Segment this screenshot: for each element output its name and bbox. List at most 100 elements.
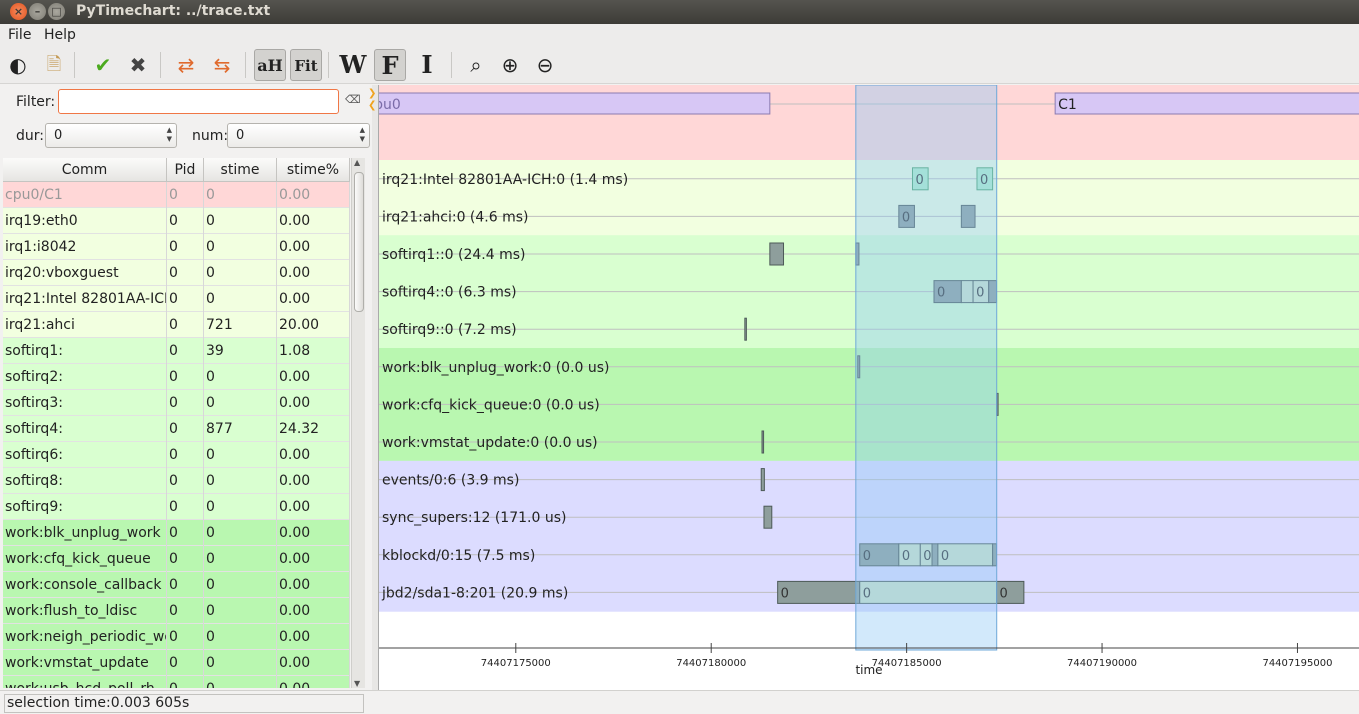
window-title: PyTimechart: ../trace.txt bbox=[76, 3, 271, 19]
cpu-state-bar[interactable] bbox=[1054, 92, 1359, 115]
column-comm[interactable]: Comm bbox=[3, 158, 167, 182]
cross-icon[interactable]: ✖ bbox=[129, 53, 147, 77]
zoom-out-icon[interactable]: ⊖ bbox=[536, 53, 554, 77]
axis-label: time bbox=[855, 663, 882, 677]
event-bar[interactable] bbox=[898, 204, 915, 228]
scroll-down-icon[interactable]: ▼ bbox=[354, 679, 361, 688]
fit-icon[interactable]: Fit bbox=[290, 49, 322, 81]
cpu-state-bar[interactable] bbox=[379, 92, 771, 115]
event-bar[interactable] bbox=[777, 580, 861, 604]
spin-arrows-icon[interactable]: ▲▼ bbox=[359, 126, 365, 143]
cell-comm: work:neigh_periodic_wo bbox=[3, 624, 167, 650]
selection-region[interactable] bbox=[855, 85, 998, 651]
scroll-up-icon[interactable]: ▲ bbox=[354, 158, 361, 167]
irq-icon[interactable]: I bbox=[421, 50, 433, 79]
menu-file[interactable]: File bbox=[8, 27, 32, 43]
dur-value: 0 bbox=[54, 128, 63, 143]
wake-icon[interactable]: W bbox=[339, 50, 367, 79]
cell-comm: work:console_callback bbox=[3, 572, 167, 598]
event-bar[interactable] bbox=[911, 167, 929, 191]
menu-help[interactable]: Help bbox=[44, 27, 76, 43]
cell-stime: 0 bbox=[204, 468, 277, 494]
cell-pid: 0 bbox=[167, 624, 204, 650]
cell-pid: 0 bbox=[167, 260, 204, 286]
zoom-in-icon[interactable]: ⊕ bbox=[501, 53, 519, 77]
zoom-select-icon[interactable]: ⌕ bbox=[470, 53, 482, 77]
event-bar[interactable] bbox=[760, 468, 765, 492]
cell-pct: 0.00 bbox=[277, 494, 350, 520]
splitter-arrows-icon[interactable]: ❯❮ bbox=[368, 88, 377, 111]
document-icon[interactable]: 🗎 bbox=[46, 54, 62, 75]
dur-label: dur: bbox=[16, 128, 44, 144]
spin-arrows-icon[interactable]: ▲▼ bbox=[166, 126, 172, 143]
minimize-icon[interactable]: – bbox=[29, 3, 46, 20]
clear-icon[interactable]: ⌫ bbox=[345, 93, 361, 106]
scrollbar-thumb[interactable] bbox=[354, 172, 364, 312]
table-header: Comm Pid stime stime% bbox=[3, 158, 350, 182]
axis-tick-label: 74407175000 bbox=[481, 658, 551, 669]
event-bar[interactable] bbox=[744, 317, 747, 341]
panel-splitter[interactable] bbox=[372, 85, 378, 690]
timechart-view[interactable]: irq21:Intel 82801AA-ICH:0 (1.4 ms)irq21:… bbox=[378, 85, 1359, 690]
cell-comm: softirq6: bbox=[3, 442, 167, 468]
table-row[interactable]: work:usb_hcd_poll_rh000.00 bbox=[3, 676, 350, 688]
cell-pid: 0 bbox=[167, 468, 204, 494]
event-bar[interactable] bbox=[960, 204, 976, 228]
cell-stime: 0 bbox=[204, 364, 277, 390]
timechart-canvas[interactable]: irq21:Intel 82801AA-ICH:0 (1.4 ms)irq21:… bbox=[379, 85, 1359, 690]
event-label: 0 bbox=[902, 549, 910, 564]
event-bar[interactable] bbox=[761, 430, 765, 454]
cell-pid: 0 bbox=[167, 182, 204, 208]
arrows-in-icon[interactable]: ⇄ bbox=[177, 53, 195, 77]
axis-tick-label: 74407180000 bbox=[676, 658, 746, 669]
num-spinbox[interactable]: 0 ▲▼ bbox=[227, 123, 370, 148]
column-stime[interactable]: stime bbox=[204, 158, 277, 182]
cell-stime: 0 bbox=[204, 286, 277, 312]
maximize-icon[interactable]: □ bbox=[48, 3, 65, 20]
event-label: 0 bbox=[976, 286, 984, 301]
process-panel: Filter: ⌫ dur: 0 ▲▼ num: 0 ▲▼ Comm Pid s… bbox=[0, 85, 372, 690]
row-label: work:cfq_kick_queue:0 (0.0 us) bbox=[382, 397, 600, 413]
filter-label: Filter: bbox=[16, 94, 56, 110]
fork-icon[interactable]: F bbox=[374, 49, 406, 81]
invert-colors-icon[interactable]: ◐ bbox=[9, 53, 27, 77]
cell-pid: 0 bbox=[167, 338, 204, 364]
event-label: 0 bbox=[923, 549, 931, 564]
filter-input[interactable] bbox=[58, 89, 339, 114]
column-pid[interactable]: Pid bbox=[167, 158, 204, 182]
check-icon[interactable]: ✔ bbox=[94, 53, 112, 77]
close-icon[interactable]: × bbox=[10, 3, 27, 20]
table-scrollbar[interactable]: ▲ ▼ bbox=[351, 158, 365, 688]
axis-tick-label: 74407185000 bbox=[872, 658, 942, 669]
event-bar[interactable] bbox=[763, 505, 773, 529]
dur-spinbox[interactable]: 0 ▲▼ bbox=[45, 123, 177, 148]
column-stime-pct[interactable]: stime% bbox=[277, 158, 350, 182]
title-bar: × – □ PyTimechart: ../trace.txt bbox=[0, 0, 1359, 24]
auto-hide-icon[interactable]: aH bbox=[254, 49, 286, 81]
cell-pct: 0.00 bbox=[277, 572, 350, 598]
event-bar[interactable] bbox=[857, 355, 861, 379]
cell-comm: cpu0/C1 bbox=[3, 182, 167, 208]
event-bar[interactable] bbox=[769, 242, 785, 266]
event-bar[interactable] bbox=[976, 167, 994, 191]
arrows-out-icon[interactable]: ⇆ bbox=[213, 53, 231, 77]
